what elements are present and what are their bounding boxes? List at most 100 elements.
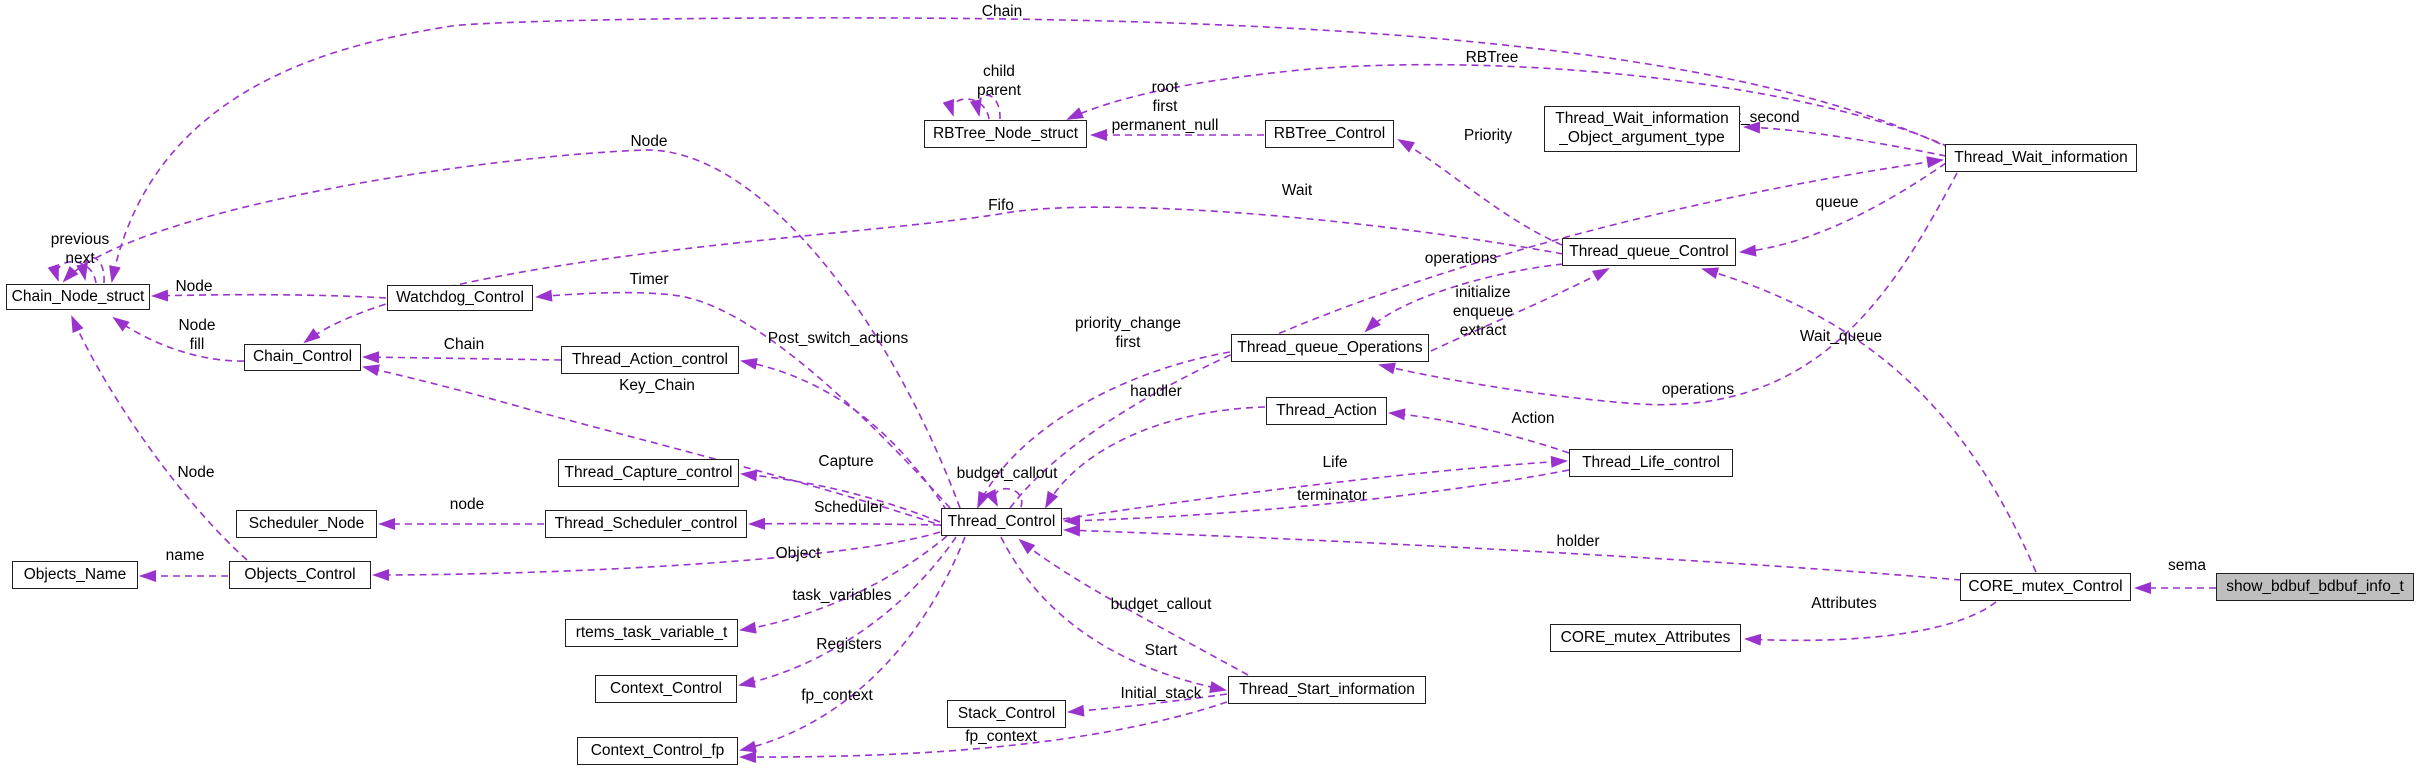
edge-node_fill <box>112 316 245 362</box>
edge-node_watchdog <box>151 289 387 302</box>
edge-initialize_enqueue_extract <box>1430 268 1610 352</box>
edge-label-object: Object <box>776 545 821 562</box>
edge-budget_callout_self <box>984 487 1023 508</box>
edge-operations_queue <box>1364 263 1564 333</box>
node-thread_start_information[interactable]: Thread_Start_information <box>1228 676 1426 704</box>
edge-label-chain_action: Chain <box>444 336 485 353</box>
edge-label-wait_queue: Wait_queue <box>1800 328 1882 345</box>
edge-registers <box>738 536 957 688</box>
edge-child_parent <box>969 94 1001 120</box>
node-context_control_fp[interactable]: Context_Control_fp <box>577 737 738 765</box>
edge-label-node_scheduler: node <box>450 496 484 513</box>
node-core_mutex_attributes[interactable]: CORE_mutex_Attributes <box>1550 624 1741 652</box>
edge-node_thread <box>62 149 961 509</box>
edge-label-operations_queue: operations <box>1425 250 1498 267</box>
node-stack_control[interactable]: Stack_Control <box>947 700 1066 728</box>
edge-label-node_thread: Node <box>630 133 667 150</box>
edge-label-post_switch_actions: Post_switch_actions <box>768 330 909 347</box>
node-core_mutex_control[interactable]: CORE_mutex_Control <box>1960 573 2131 601</box>
node-thread_queue_control[interactable]: Thread_queue_Control <box>1562 238 1736 266</box>
edge-wait_queue <box>1701 267 2037 573</box>
edge-scheduler <box>748 517 941 530</box>
edge-priority_change_first <box>977 351 1231 509</box>
edge-label-action: Action <box>1511 410 1554 427</box>
edge-key_chain <box>362 364 947 528</box>
node-rbtree_control[interactable]: RBTree_Control <box>1265 120 1394 148</box>
edge-chain <box>109 17 1952 283</box>
node-thread_queue_operations[interactable]: Thread_queue_Operations <box>1231 334 1429 362</box>
edge-label-operations_wait: operations <box>1662 381 1735 398</box>
edge-queue <box>1739 162 1947 257</box>
edge-chain_action <box>362 351 562 364</box>
edge-task_variables <box>739 535 948 634</box>
edge-previous_next <box>76 256 105 284</box>
edge-fp_context_start <box>739 701 1228 764</box>
edge-rbtree <box>1066 63 1950 148</box>
edge-timer <box>535 289 951 509</box>
node-thread_action_control[interactable]: Thread_Action_control <box>561 346 739 374</box>
edge-return_argument_second <box>1743 121 1947 157</box>
node-thread_wait_information[interactable]: Thread_Wait_information <box>1945 144 2137 172</box>
node-thread_capture_control[interactable]: Thread_Capture_control <box>558 459 739 487</box>
edge-label-name: name <box>166 547 205 564</box>
edge-label-wait: Wait <box>1282 182 1313 199</box>
edge-label-budget_callout_start: budget_callout <box>1111 596 1213 613</box>
node-rbtree_node_struct[interactable]: RBTree_Node_struct <box>924 120 1087 148</box>
node-chain_control[interactable]: Chain_Control <box>244 344 361 371</box>
edge-label-key_chain: Key_Chain <box>619 377 695 394</box>
edge-terminator <box>1063 469 1570 527</box>
edge-budget_callout_start <box>1018 538 1249 676</box>
edge-label-life: Life <box>1323 454 1348 471</box>
edge-label-attributes: Attributes <box>1811 595 1877 612</box>
edge-operations_wait <box>1378 172 1958 406</box>
edge-label-initial_stack: Initial_stack <box>1121 685 1202 702</box>
node-objects_name[interactable]: Objects_Name <box>12 561 138 589</box>
node-thread_life_control[interactable]: Thread_Life_control <box>1569 449 1733 477</box>
node-thread_wait_information_object_argument_type[interactable]: Thread_Wait_information _Object_argument… <box>1544 106 1740 152</box>
edge-label-terminator: terminator <box>1297 487 1367 504</box>
edge-fp_context <box>739 536 966 753</box>
edge-label-registers: Registers <box>816 636 882 653</box>
edge-label-queue: queue <box>1815 194 1858 211</box>
edge-label-priority: Priority <box>1464 127 1512 144</box>
node-thread_scheduler_control[interactable]: Thread_Scheduler_control <box>545 510 747 538</box>
node-context_control[interactable]: Context_Control <box>595 675 737 703</box>
edge-action <box>1388 408 1570 454</box>
node-objects_control[interactable]: Objects_Control <box>229 561 371 589</box>
edge-post_switch_actions <box>740 357 948 512</box>
edge-attributes <box>1744 601 1997 646</box>
edge-node_objects <box>71 315 248 561</box>
edge-label-fifo: Fifo <box>988 197 1014 214</box>
edge-holder <box>1063 524 1962 581</box>
edge-label-fp_context: fp_context <box>801 687 873 704</box>
node-show_bdbuf_bdbuf_info_t: show_bdbuf_bdbuf_info_t <box>2216 573 2414 601</box>
edge-object <box>372 531 941 581</box>
node-chain_node_struct[interactable]: Chain_Node_struct <box>6 284 150 310</box>
edge-wait <box>1009 156 1944 509</box>
edge-label-handler: handler <box>1130 383 1182 400</box>
node-thread_control[interactable]: Thread_Control <box>941 508 1062 536</box>
edge-fifo <box>303 206 1564 344</box>
edge-label-timer: Timer <box>629 271 668 288</box>
edge-label-chain: Chain <box>982 3 1023 20</box>
node-thread_action[interactable]: Thread_Action <box>1266 397 1387 425</box>
node-scheduler_node[interactable]: Scheduler_Node <box>236 510 377 538</box>
edge-label-capture: Capture <box>818 453 873 470</box>
node-rtems_task_variable_t[interactable]: rtems_task_variable_t <box>565 619 738 647</box>
edge-label-node_watchdog: Node <box>175 278 212 295</box>
node-watchdog_control[interactable]: Watchdog_Control <box>387 285 533 311</box>
edge-child_parent <box>942 98 990 120</box>
edge-label-sema: sema <box>2168 557 2206 574</box>
edge-label-start: Start <box>1145 642 1178 659</box>
edge-priority <box>1397 139 1563 246</box>
edge-label-fp_context_start: fp_context <box>965 728 1037 745</box>
edge-label-node_objects: Node <box>177 464 214 481</box>
edge-label-holder: holder <box>1556 533 1599 550</box>
